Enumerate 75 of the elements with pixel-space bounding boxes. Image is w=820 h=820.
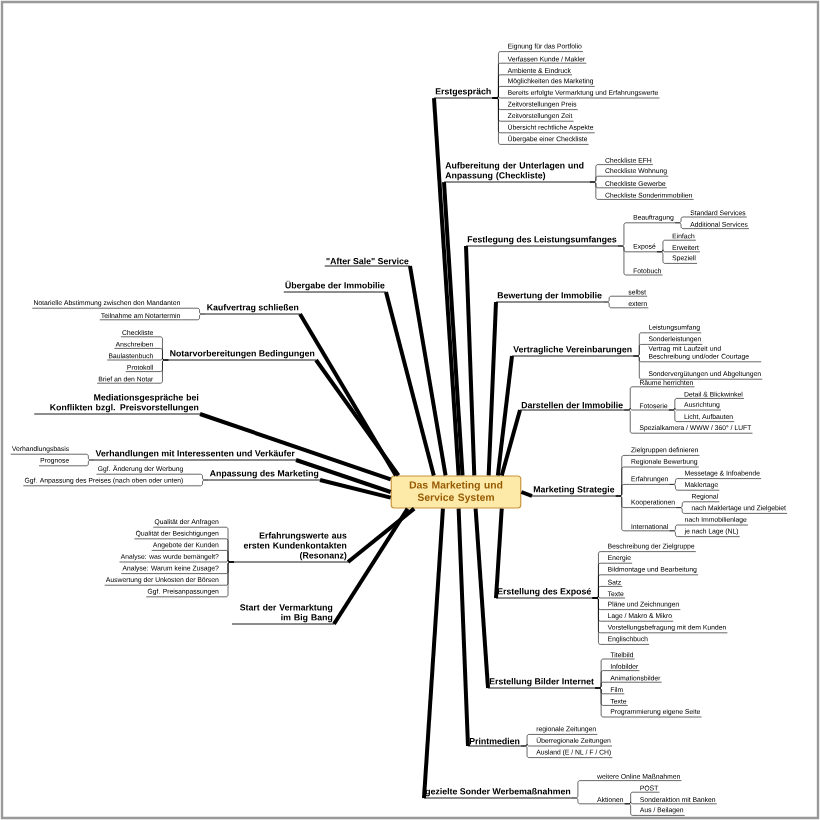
connector-line: [675, 507, 691, 514]
connector-line: [592, 586, 607, 599]
connector-line: [675, 501, 691, 508]
connector-line: [633, 344, 648, 357]
connector-line: [656, 239, 672, 253]
branch-line: [295, 458, 392, 494]
connector-line: [656, 251, 672, 264]
connector-line: [181, 307, 206, 315]
connector-line: [674, 216, 690, 224]
connector-line: [674, 222, 690, 229]
connector-line: [668, 407, 684, 411]
branch-line: [422, 508, 445, 799]
branch-line: [495, 355, 514, 476]
connector-line: [520, 745, 536, 758]
branch-line: [432, 97, 461, 476]
connector-line: [602, 301, 628, 309]
connector-line: [668, 398, 684, 411]
connector-line: [154, 348, 169, 361]
branch-line: [456, 508, 470, 747]
connector-line: [669, 484, 684, 491]
connector-line: [492, 95, 507, 99]
connector-line: [669, 530, 684, 537]
branch-line: [486, 301, 498, 476]
connector-line: [623, 407, 639, 411]
connector-line: [181, 313, 206, 321]
branch-line: [319, 478, 392, 500]
connector-line: [656, 249, 672, 253]
branch-line: [494, 508, 504, 599]
connector-line: [617, 245, 633, 276]
connector-line: [615, 484, 631, 497]
connector-line: [633, 355, 648, 380]
connector-line: [669, 478, 684, 485]
connector-line: [624, 803, 639, 816]
branch-line: [346, 507, 416, 564]
connector-line: [492, 97, 507, 145]
connector-line: [615, 495, 631, 532]
connector-line: [617, 222, 633, 247]
branch-line: [332, 507, 410, 626]
branch-line: [314, 358, 401, 477]
connector-line: [571, 797, 597, 805]
connector-line: [589, 181, 605, 200]
connector-line: [219, 561, 235, 598]
connector-line: [184, 473, 209, 481]
connector-line: [571, 780, 597, 799]
connector-line: [219, 550, 235, 563]
connector-line: [624, 801, 639, 805]
connector-line: [592, 597, 607, 645]
branch-line: [384, 291, 436, 476]
connector-line: [520, 734, 536, 747]
connector-line: [668, 409, 684, 422]
connector-line: [184, 479, 209, 487]
branch-line: [499, 409, 522, 476]
branch-line: [473, 508, 490, 689]
branch-line: [464, 245, 477, 476]
branch-line: [408, 265, 448, 476]
branch-line: [199, 412, 392, 482]
connector-line: [669, 524, 684, 532]
connector-line: [602, 295, 628, 303]
connector-line: [589, 164, 605, 183]
connector-line: [623, 409, 639, 434]
connector-line: [589, 175, 605, 183]
connector-line: [154, 357, 169, 361]
connector-line: [154, 359, 169, 384]
connector-line: [592, 595, 607, 599]
connector-line: [70, 453, 95, 461]
connector-line: [594, 687, 610, 718]
connector-line: [492, 86, 507, 99]
connector-line: [219, 559, 235, 563]
branch-line: [520, 490, 533, 498]
connector-line: [594, 670, 610, 689]
connector-line: [594, 681, 610, 689]
branch-line: [442, 181, 465, 476]
connector-line: [520, 743, 536, 747]
connector-line: [70, 459, 95, 467]
connector-line: [624, 791, 639, 805]
